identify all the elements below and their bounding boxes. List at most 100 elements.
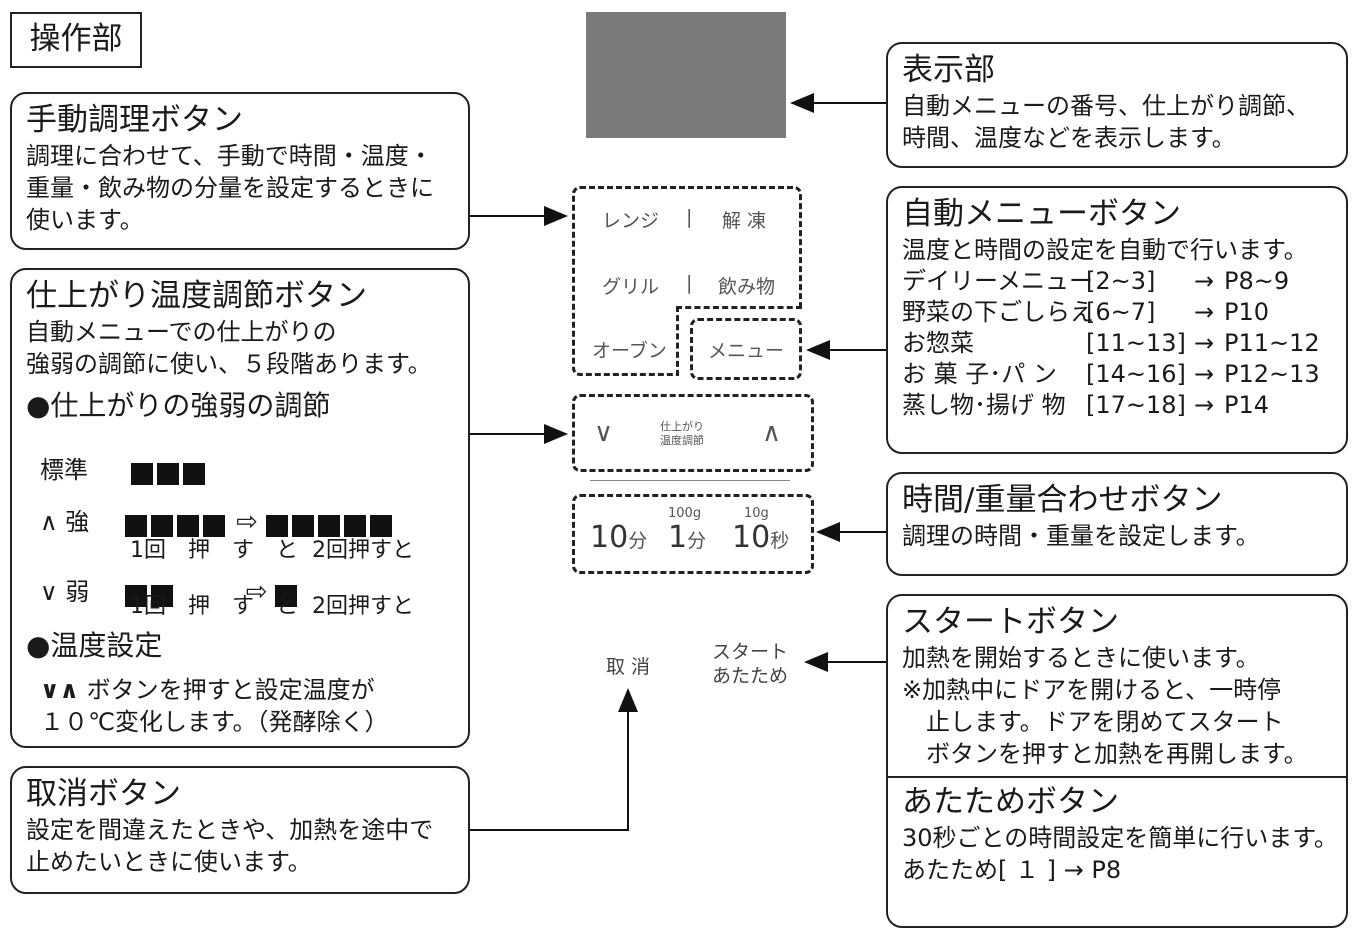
ten-sec-unit: 秒: [770, 530, 790, 552]
level-bar: [176, 515, 199, 537]
auto-menu-range: [11~13]: [1086, 329, 1186, 357]
level-bar: [343, 515, 366, 537]
time-weight-box: 時間/重量合わせボタン 調理の時間・重量を設定します。: [886, 472, 1348, 576]
level-bar: [291, 515, 314, 537]
finish-adjust-label: 仕上がり 温度調節: [660, 420, 704, 448]
grill-button[interactable]: グリル: [602, 276, 660, 298]
cancel-box: 取消ボタン 設定を間違えたときや、加熱を途中で 止めたいときに使います。: [10, 766, 470, 894]
level-bar: [124, 515, 147, 537]
start-label: スタート: [712, 641, 789, 663]
cutout-edge: [676, 306, 802, 309]
down-chevron-icon: ∨: [40, 578, 58, 606]
ten-minute-button[interactable]: 10分: [590, 520, 647, 555]
ten-second-button[interactable]: 10秒: [732, 520, 789, 555]
level-bar: [150, 585, 173, 607]
ten-sec-value: 10: [732, 520, 771, 555]
manual-cook-title: 手動調理ボタン: [26, 102, 243, 138]
auto-menu-range: [2~3]: [1086, 267, 1156, 295]
display-body-1: 自動メニューの番号、仕上がり調節、: [902, 92, 1310, 120]
divider: [888, 776, 1346, 778]
auto-menu-body: 温度と時間の設定を自動で行います。: [902, 236, 1308, 264]
auto-menu-range: [14~16]: [1086, 360, 1186, 388]
right-arrow-icon: →: [1194, 267, 1215, 295]
weak-label: 弱: [65, 578, 90, 606]
time-button-group: [572, 494, 814, 574]
level-bar: [131, 463, 154, 485]
warm-body-1: 30秒ごとの時間設定を簡単に行います。: [902, 824, 1338, 852]
cancel-body-1: 設定を間違えたときや、加熱を途中で: [26, 816, 434, 844]
level-bar: [369, 515, 392, 537]
start-warm-button[interactable]: スタート あたため: [712, 640, 788, 688]
level-bar: [202, 515, 225, 537]
display-box: 表示部 自動メニューの番号、仕上がり調節、 時間、温度などを表示します。: [886, 42, 1348, 168]
up-chevron-icon: ∧: [40, 508, 58, 536]
standard-row: 標準: [40, 450, 209, 485]
menu-button-frame: [690, 318, 802, 380]
oven-button[interactable]: オーブン: [592, 340, 667, 362]
time-weight-body: 調理の時間・重量を設定します。: [902, 522, 1260, 550]
start-title: スタートボタン: [902, 604, 1119, 640]
temp-line1-text: ボタンを押すと設定温度が: [86, 676, 375, 704]
auto-menu-row: お 菓 子･パ ン[14~16]→P12~13: [902, 359, 1332, 390]
one-minute-button[interactable]: 1分: [668, 520, 706, 555]
menu-button[interactable]: メニュー: [708, 340, 785, 362]
auto-menu-page: P14: [1224, 391, 1270, 419]
manual-cook-box: 手動調理ボタン 調理に合わせて、手動で時間・温度・ 重量・飲み物の分量を設定する…: [10, 92, 470, 250]
temp-setting-line2: １０℃変化します。（発酵除く）: [40, 708, 389, 736]
level-bar: [157, 463, 180, 485]
ten-min-unit: 分: [628, 530, 648, 552]
start-body-4: ボタンを押すと加熱を再開します。: [902, 740, 1308, 768]
auto-menu-page: P12~13: [1224, 360, 1320, 388]
auto-menu-range: [6~7]: [1086, 298, 1156, 326]
standard-label: 標準: [40, 456, 88, 484]
level-bar: [150, 515, 173, 537]
level-bar: [275, 585, 298, 607]
one-min-weight: 100g: [668, 506, 702, 521]
auto-menu-row: デイリーメニュー[2~3]→P8~9: [902, 266, 1332, 297]
warm-label: あたため: [712, 665, 789, 687]
down-up-chevron-icon: ∨∧: [40, 676, 79, 704]
weak-once: 1回 押 す と: [130, 594, 298, 619]
right-arrow-icon: →: [1194, 329, 1215, 357]
auto-menu-page: P10: [1224, 298, 1270, 326]
weak-row: ∨ 弱 ⇨: [40, 572, 301, 607]
finish-down-button[interactable]: ∨: [594, 418, 614, 448]
level-bar: [124, 585, 147, 607]
finish-button-group: [572, 394, 814, 472]
auto-menu-page: P11~12: [1224, 329, 1320, 357]
warm-body-2: あたため[ １ ] → P8: [902, 856, 1122, 884]
finish-adjust-body-2: 強弱の調節に使い、５段階あります。: [26, 350, 432, 378]
finish-adjust-body-1: 自動メニューでの仕上がりの: [26, 318, 337, 346]
auto-menu-name: デイリーメニュー: [902, 267, 1094, 295]
start-body-1: 加熱を開始するときに使います。: [902, 644, 1260, 672]
auto-menu-title: 自動メニューボタン: [902, 196, 1181, 232]
ten-min-value: 10: [590, 520, 629, 555]
defrost-button[interactable]: 解 凍: [722, 210, 767, 232]
separator: |: [686, 272, 693, 294]
auto-menu-box: 自動メニューボタン 温度と時間の設定を自動で行います。 デイリーメニュー[2~3…: [886, 186, 1348, 454]
cancel-button[interactable]: 取 消: [606, 656, 651, 678]
temp-setting-heading: ●温度設定: [26, 629, 163, 662]
manual-cook-body-2: 重量・飲み物の分量を設定するときに: [26, 174, 434, 202]
auto-menu-name: 蒸し物･揚げ 物: [902, 391, 1066, 419]
finish-adjust-box: 仕上がり温度調節ボタン 自動メニューでの仕上がりの 強弱の調節に使い、５段階あり…: [10, 268, 470, 748]
display-title: 表示部: [902, 52, 995, 88]
range-button[interactable]: レンジ: [602, 210, 660, 232]
drink-button[interactable]: 飲み物: [718, 276, 776, 298]
right-arrow-icon: →: [1194, 360, 1215, 388]
right-arrow-icon: ⇨: [236, 507, 258, 537]
panel-divider: [590, 480, 790, 481]
manual-cook-body-3: 使います。: [26, 206, 144, 234]
one-min-unit: 分: [687, 530, 707, 552]
strong-label: 強: [65, 508, 90, 536]
finish-up-button[interactable]: ∧: [762, 418, 782, 448]
start-box: スタートボタン 加熱を開始するときに使います。 ※加熱中にドアを開けると、一時停…: [886, 594, 1348, 928]
auto-menu-row: お惣菜[11~13]→P11~12: [902, 328, 1332, 359]
level-bar: [265, 515, 288, 537]
manual-cook-body-1: 調理に合わせて、手動で時間・温度・: [26, 142, 433, 170]
strong-once: 1回 押 す と: [130, 538, 298, 563]
arrow-cancel: [470, 688, 638, 831]
section-label: 操作部: [10, 12, 142, 68]
start-body-2: ※加熱中にドアを開けると、一時停: [902, 676, 1282, 704]
